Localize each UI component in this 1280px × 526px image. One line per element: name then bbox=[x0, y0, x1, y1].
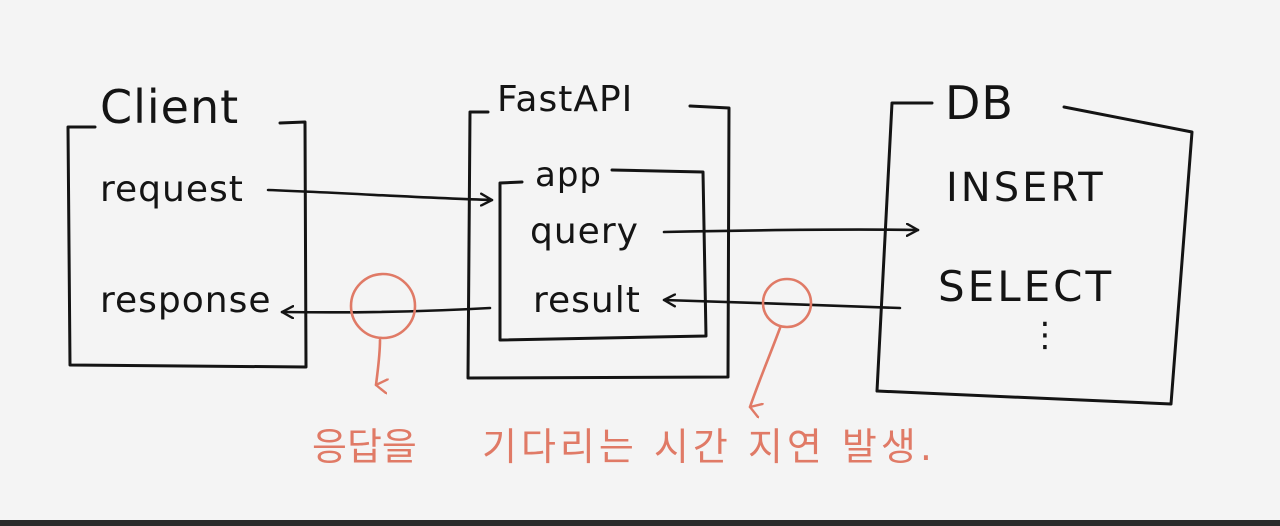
client-box bbox=[66, 120, 308, 369]
annotation-circle-left bbox=[349, 272, 417, 340]
bottom-border bbox=[0, 520, 1280, 526]
annotation-circle-right bbox=[761, 277, 813, 329]
annotation-pointer-left bbox=[374, 338, 380, 385]
annotation-pointer-right bbox=[748, 326, 782, 407]
db-box bbox=[875, 101, 1194, 406]
fastapi-box bbox=[466, 104, 731, 380]
annotation-left-text: 응답을 bbox=[312, 425, 417, 469]
db-insert-label: INSERT bbox=[946, 165, 1106, 211]
fastapi-query-label: query bbox=[530, 211, 639, 252]
arrow-result-to-response bbox=[280, 308, 492, 312]
db-more-ellipsis: ⋮ bbox=[1028, 315, 1062, 355]
fastapi-app-label: app bbox=[535, 155, 602, 195]
app-box bbox=[498, 168, 708, 342]
annotation-right-text: 기다리는 시간 지연 발생. bbox=[482, 425, 936, 469]
client-request-label: request bbox=[100, 169, 244, 210]
db-select-label: SELECT bbox=[938, 262, 1115, 311]
arrow-query-to-db bbox=[662, 230, 920, 232]
arrow-db-to-result bbox=[662, 300, 902, 310]
fastapi-title: FastAPI bbox=[497, 79, 634, 120]
client-response-label: response bbox=[100, 280, 272, 321]
db-title: DB bbox=[945, 76, 1014, 130]
client-title: Client bbox=[100, 80, 240, 134]
fastapi-result-label: result bbox=[533, 280, 641, 321]
arrow-request-to-app bbox=[266, 188, 494, 200]
